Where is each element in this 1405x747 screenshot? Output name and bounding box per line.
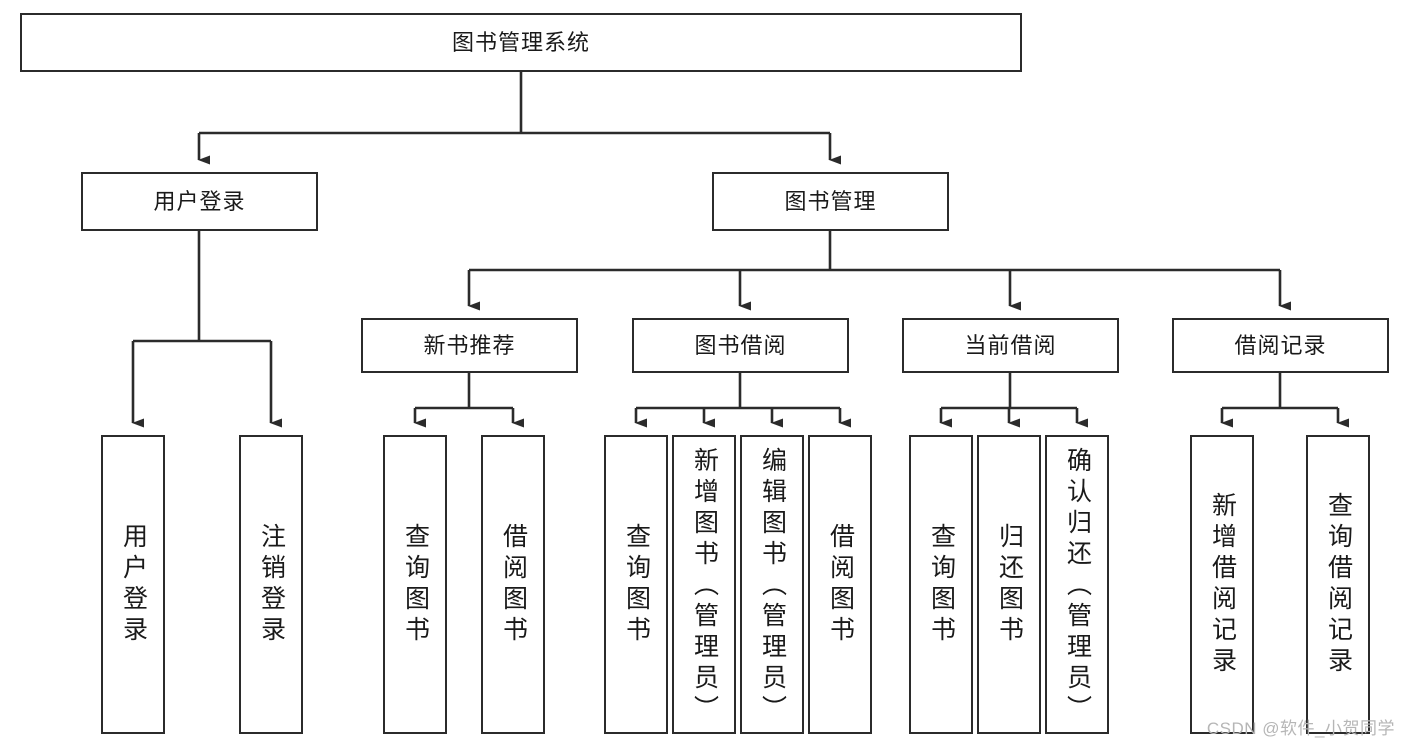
node-label: 编辑图书（管理员） bbox=[758, 447, 787, 726]
leaf-user-login-login[interactable]: 用户登录 bbox=[101, 435, 165, 734]
node-label: 图书管理系统 bbox=[451, 29, 590, 55]
node-label: 查询借阅记录 bbox=[1324, 491, 1353, 678]
node-label: 借阅记录 bbox=[1234, 332, 1327, 358]
node-label: 确认归还（管理员） bbox=[1063, 447, 1092, 726]
node-label: 当前借阅 bbox=[964, 332, 1057, 358]
node-label: 查询图书 bbox=[401, 522, 430, 647]
leaf-borrow-record-add[interactable]: 新增借阅记录 bbox=[1190, 435, 1254, 734]
node-label: 借阅图书 bbox=[826, 522, 855, 647]
leaf-book-borrow-lend[interactable]: 借阅图书 bbox=[808, 435, 872, 734]
node-new-book-recommend[interactable]: 新书推荐 bbox=[361, 318, 578, 373]
node-root-system[interactable]: 图书管理系统 bbox=[20, 13, 1022, 72]
node-label: 用户登录 bbox=[119, 522, 148, 647]
leaf-current-borrow-query[interactable]: 查询图书 bbox=[909, 435, 973, 734]
node-label: 新增图书（管理员） bbox=[690, 447, 719, 726]
node-borrow-record[interactable]: 借阅记录 bbox=[1172, 318, 1389, 373]
leaf-user-login-logout[interactable]: 注销登录 bbox=[239, 435, 303, 734]
node-book-management[interactable]: 图书管理 bbox=[712, 172, 949, 231]
node-label: 借阅图书 bbox=[499, 522, 528, 647]
node-current-borrow[interactable]: 当前借阅 bbox=[902, 318, 1119, 373]
node-label: 归还图书 bbox=[995, 522, 1024, 647]
node-label: 注销登录 bbox=[257, 522, 286, 647]
leaf-new-book-borrow[interactable]: 借阅图书 bbox=[481, 435, 545, 734]
node-label: 图书借阅 bbox=[694, 332, 787, 358]
leaf-book-borrow-edit[interactable]: 编辑图书（管理员） bbox=[740, 435, 804, 734]
node-label: 图书管理 bbox=[784, 188, 877, 214]
node-label: 新书推荐 bbox=[423, 332, 516, 358]
leaf-new-book-query[interactable]: 查询图书 bbox=[383, 435, 447, 734]
csdn-watermark: CSDN @软件_小贺同学 bbox=[1206, 719, 1395, 738]
node-label: 查询图书 bbox=[622, 522, 651, 647]
leaf-book-borrow-add[interactable]: 新增图书（管理员） bbox=[672, 435, 736, 734]
leaf-current-borrow-return[interactable]: 归还图书 bbox=[977, 435, 1041, 734]
node-label: 查询图书 bbox=[927, 522, 956, 647]
leaf-borrow-record-query[interactable]: 查询借阅记录 bbox=[1306, 435, 1370, 734]
node-user-login[interactable]: 用户登录 bbox=[81, 172, 318, 231]
leaf-book-borrow-query[interactable]: 查询图书 bbox=[604, 435, 668, 734]
node-label: 用户登录 bbox=[153, 188, 246, 214]
node-label: 新增借阅记录 bbox=[1208, 491, 1237, 678]
leaf-current-borrow-confirm-return[interactable]: 确认归还（管理员） bbox=[1045, 435, 1109, 734]
node-book-borrow[interactable]: 图书借阅 bbox=[632, 318, 849, 373]
